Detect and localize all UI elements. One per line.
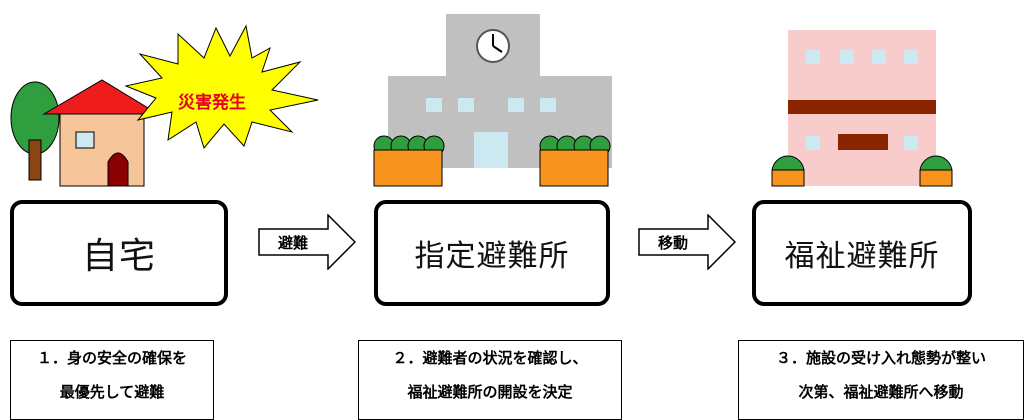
- clock-icon: [476, 29, 510, 63]
- arrow-move-label: 移動: [657, 233, 688, 252]
- shrub-planter-icon: [539, 135, 611, 187]
- explosion-burst-icon: [124, 24, 319, 150]
- arrow-move: 移動: [638, 213, 737, 271]
- arrow-evacuate-label: 避難: [277, 233, 308, 252]
- stage-designated-shelter-title: 指定避難所: [414, 239, 570, 274]
- shrub-planter-icon: [919, 155, 953, 187]
- right-arrow-icon: [258, 213, 357, 271]
- right-arrow-icon: [638, 213, 737, 271]
- note-line: １．身の安全の確保を: [36, 349, 187, 367]
- stage-home-title: 自宅: [81, 236, 156, 277]
- note-line: ３．施設の受け入れ態勢が整い: [775, 349, 986, 367]
- stage-welfare-shelter-title: 福祉避難所: [784, 239, 940, 274]
- shrub-planter-icon: [771, 155, 805, 187]
- note-line: ２．避難者の状況を確認し、: [392, 349, 588, 367]
- stage-home-note: １．身の安全の確保を 最優先して避難: [10, 340, 214, 420]
- stage-welfare-shelter-note: ３．施設の受け入れ態勢が整い 次第、福祉避難所へ移動: [738, 340, 1024, 420]
- welfare-facility-building-icon: [788, 30, 936, 186]
- note-line: 次第、福祉避難所へ移動: [798, 383, 964, 401]
- tree-icon: [10, 81, 60, 181]
- stage-welfare-shelter-box: 福祉避難所: [752, 200, 972, 306]
- arrow-evacuate: 避難: [258, 213, 357, 271]
- house-icon: [42, 79, 160, 187]
- note-line: 最優先して避難: [59, 383, 165, 401]
- stage-home-box: 自宅: [10, 200, 228, 306]
- shrub-planter-icon: [373, 135, 445, 187]
- note-line: 福祉避難所の開設を決定: [407, 383, 573, 401]
- school-building-icon: [388, 14, 612, 168]
- stage-designated-shelter-note: ２．避難者の状況を確認し、 福祉避難所の開設を決定: [358, 340, 622, 420]
- stage-designated-shelter-box: 指定避難所: [374, 200, 610, 306]
- disaster-occurrence-label: 災害発生: [178, 93, 246, 113]
- illustrations: [10, 14, 953, 187]
